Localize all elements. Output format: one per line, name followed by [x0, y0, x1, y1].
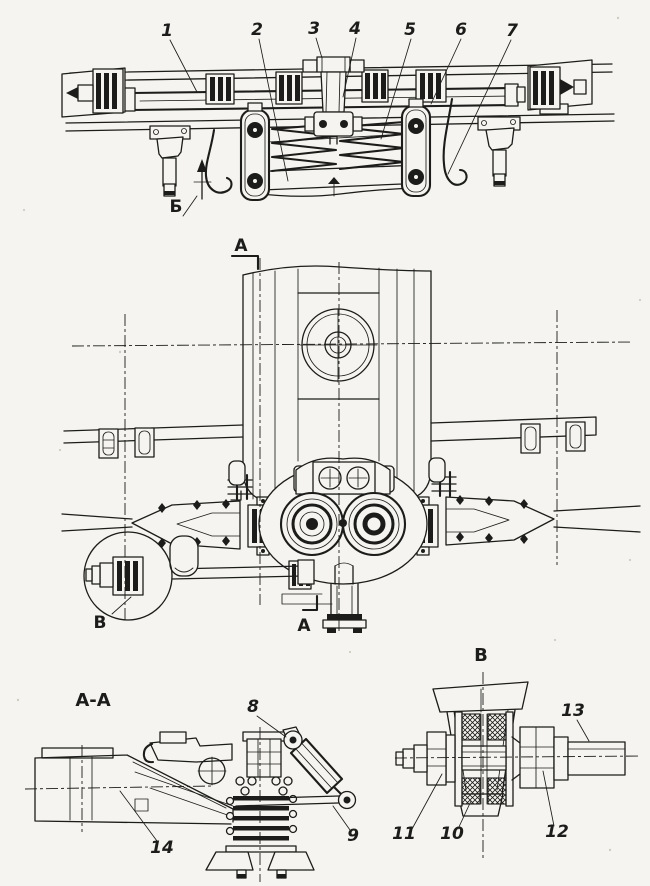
link-plate-right	[400, 98, 432, 198]
callout-12: 12	[545, 822, 569, 842]
bolt-left	[395, 731, 456, 786]
callout-13: 13	[561, 701, 585, 721]
detail-v-drawing: В 11 10 12 13	[392, 645, 641, 858]
callout-6: 6	[455, 20, 467, 40]
view-arrow-label-b: Б	[170, 197, 183, 217]
callout-8: 8	[247, 697, 259, 717]
callout-3: 3	[308, 19, 320, 39]
callout-11: 11	[392, 824, 416, 844]
left-frame-end	[61, 67, 126, 118]
rod	[567, 741, 626, 776]
side-rails	[63, 416, 597, 459]
callout-10: 10	[440, 824, 464, 844]
rubber-pad-stacks	[205, 69, 447, 105]
callout-4: 4	[348, 19, 361, 39]
axle-tube	[113, 83, 526, 112]
section-marker-a-bottom	[301, 594, 319, 612]
section-marker-a-top	[230, 254, 260, 271]
callout-2: 2	[251, 20, 263, 40]
link-plate-left	[239, 102, 271, 202]
callout-7: 7	[506, 21, 518, 41]
center-buffer	[302, 56, 365, 145]
detail-circle	[83, 531, 199, 621]
paper-specks	[16, 16, 642, 852]
callout-14: 14	[150, 838, 174, 858]
callout-9: 9	[347, 826, 359, 846]
detail-callout-leaders	[411, 719, 590, 830]
plan-view-drawing: А А В	[61, 236, 641, 636]
section-label-a-top: А	[234, 236, 248, 256]
right-frame-end	[527, 59, 593, 115]
section-aa-drawing: А-А 8 9 14	[24, 690, 359, 882]
section-callout-leaders	[119, 715, 351, 842]
knuckle-arm-left	[149, 125, 191, 197]
tie-rod	[171, 559, 333, 605]
shackle-hook-left	[204, 128, 233, 194]
gear-housing	[258, 457, 428, 585]
knuckle-arm-right	[477, 116, 521, 187]
front-view-drawing: Б 1 2 3 4 5 6 7	[61, 19, 615, 217]
shock-absorber	[282, 726, 357, 810]
callout-5: 5	[404, 20, 416, 40]
eye-right	[341, 491, 407, 557]
support-cylinder	[322, 562, 367, 633]
eye-left	[279, 491, 345, 557]
callout-1: 1	[161, 21, 173, 41]
centerlines	[71, 258, 633, 634]
rubber-bushings	[454, 711, 514, 807]
shackle-hook-right	[442, 97, 468, 186]
front-callout-leaders	[169, 37, 512, 182]
detail-title-v: В	[474, 645, 488, 666]
wing-right	[445, 495, 641, 546]
wing-left	[61, 499, 241, 550]
section-label-a-bottom: А	[297, 616, 311, 636]
section-title-a-a: А-А	[75, 690, 110, 711]
frame-beam	[34, 731, 237, 825]
bottom-pan	[245, 164, 421, 197]
detail-circle-label-v: В	[94, 613, 107, 633]
view-b-arrow	[182, 159, 212, 217]
lower-arm	[235, 795, 340, 807]
nut-right	[511, 726, 569, 789]
spring-stack	[205, 731, 315, 879]
